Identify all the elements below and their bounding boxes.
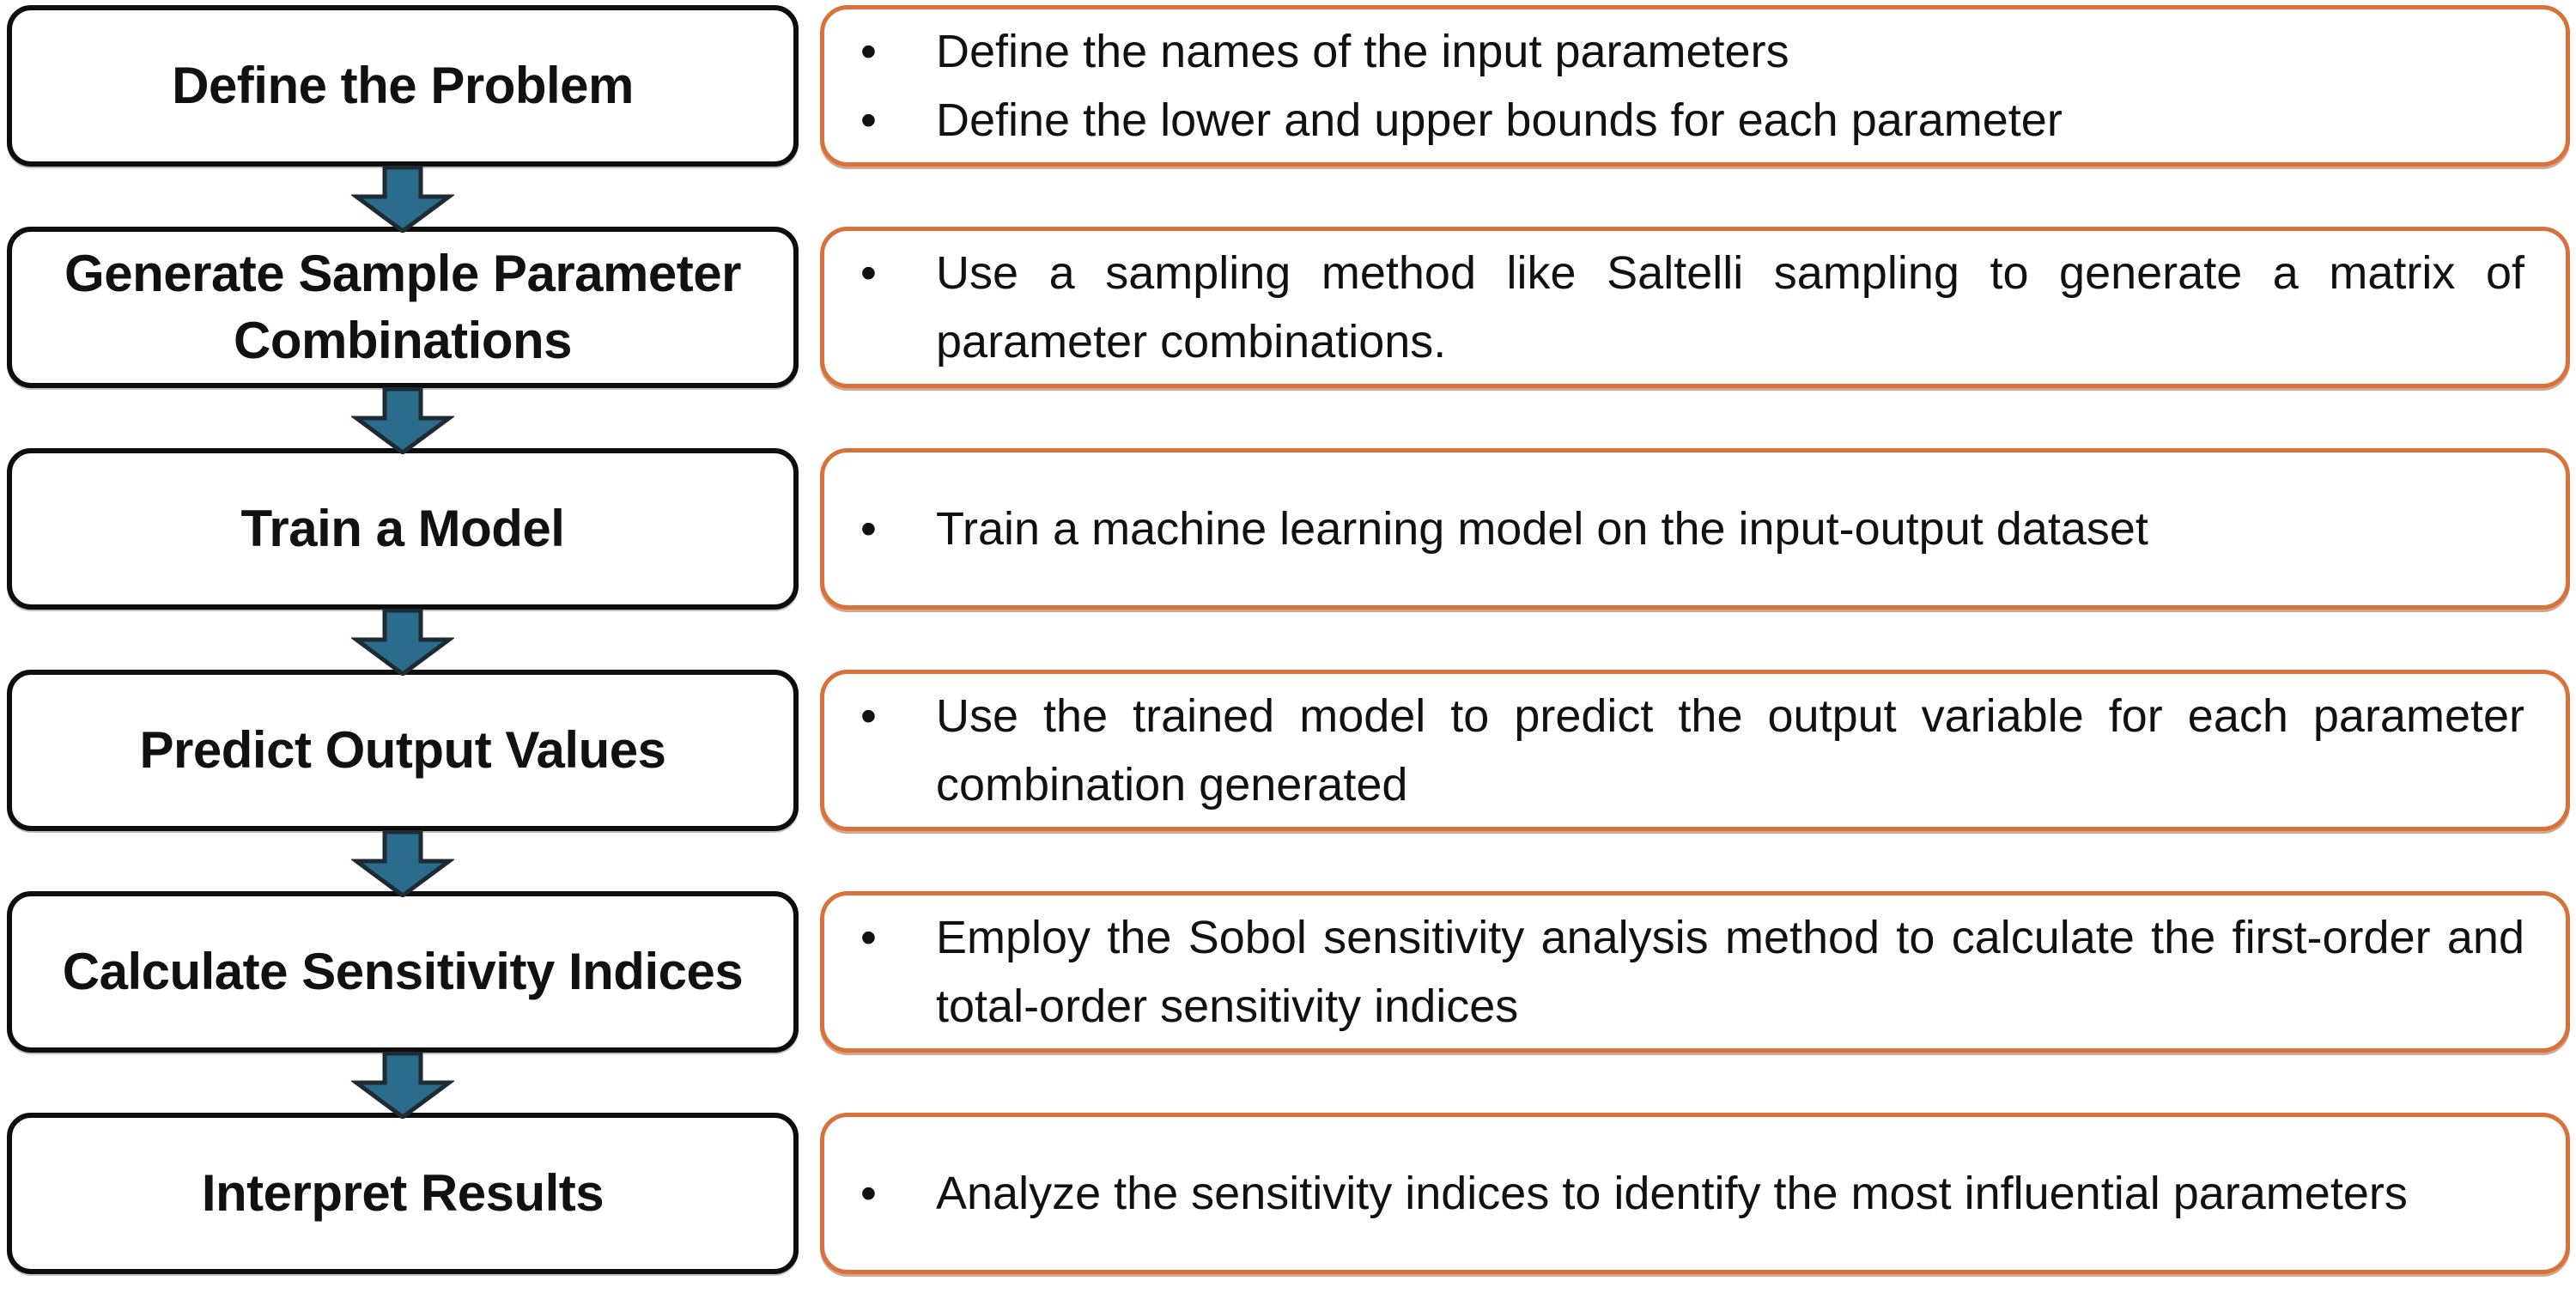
step-title-box: Calculate Sensitivity Indices: [7, 891, 799, 1053]
step-title: Predict Output Values: [139, 721, 666, 779]
bullet-icon: •: [860, 94, 877, 146]
bullet-icon: •: [860, 912, 877, 963]
step-detail-box: • Use the trained model to predict the o…: [820, 670, 2570, 831]
bullet-item: • Employ the Sobol sensitivity analysis …: [860, 903, 2524, 1041]
flow-step-row: Predict Output Values • Use the trained …: [0, 670, 2570, 897]
down-arrow-icon: [351, 1052, 454, 1119]
flow-step-row: Generate Sample Parameter Combinations •…: [0, 227, 2570, 454]
flow-step-row: Calculate Sensitivity Indices • Employ t…: [0, 891, 2570, 1119]
bullet-item: • Use a sampling method like Saltelli sa…: [860, 239, 2524, 376]
bullet-item: • Define the names of the input paramete…: [860, 17, 2524, 86]
bullet-text: Train a machine learning model on the in…: [936, 503, 2148, 555]
down-arrow-icon: [351, 830, 454, 897]
bullet-icon: •: [860, 690, 877, 742]
step-title-box: Interpret Results: [7, 1113, 799, 1274]
step-detail-box: • Define the names of the input paramete…: [820, 5, 2570, 167]
step-title: Calculate Sensitivity Indices: [62, 943, 744, 1000]
bullet-item: • Train a machine learning model on the …: [860, 495, 2524, 563]
step-title-box: Generate Sample Parameter Combinations: [7, 227, 799, 388]
step-detail-box: • Use a sampling method like Saltelli sa…: [820, 227, 2570, 388]
bullet-item: • Use the trained model to predict the o…: [860, 682, 2524, 819]
bullet-text: Analyze the sensitivity indices to ident…: [936, 1168, 2408, 1219]
bullet-icon: •: [860, 247, 877, 299]
step-title: Train a Model: [240, 500, 565, 557]
bullet-item: • Analyze the sensitivity indices to ide…: [860, 1159, 2524, 1228]
bullet-text: Use a sampling method like Saltelli samp…: [936, 247, 2524, 367]
step-title: Define the Problem: [172, 57, 634, 114]
bullet-text: Define the lower and upper bounds for ea…: [936, 94, 2063, 146]
bullet-item: • Define the lower and upper bounds for …: [860, 86, 2524, 155]
bullet-text: Employ the Sobol sensitivity analysis me…: [936, 912, 2524, 1032]
step-detail-box: • Analyze the sensitivity indices to ide…: [820, 1113, 2570, 1274]
step-title-box: Define the Problem: [7, 5, 799, 167]
flow-step-row: Interpret Results • Analyze the sensitiv…: [0, 1113, 2570, 1274]
step-title: Interpret Results: [201, 1164, 605, 1222]
flow-step-row: Train a Model • Train a machine learning…: [0, 448, 2570, 676]
bullet-icon: •: [860, 1168, 877, 1219]
bullet-icon: •: [860, 503, 877, 555]
down-arrow-icon: [351, 387, 454, 454]
flow-step-row: Define the Problem • Define the names of…: [0, 5, 2570, 233]
step-title-box: Train a Model: [7, 448, 799, 610]
step-detail-box: • Train a machine learning model on the …: [820, 448, 2570, 610]
down-arrow-icon: [351, 166, 454, 233]
bullet-icon: •: [860, 26, 877, 77]
bullet-text: Use the trained model to predict the out…: [936, 690, 2524, 810]
step-title-box: Predict Output Values: [7, 670, 799, 831]
bullet-text: Define the names of the input parameters: [936, 26, 1789, 77]
step-title: Generate Sample Parameter Combinations: [64, 245, 741, 369]
step-detail-box: • Employ the Sobol sensitivity analysis …: [820, 891, 2570, 1053]
down-arrow-icon: [351, 609, 454, 676]
